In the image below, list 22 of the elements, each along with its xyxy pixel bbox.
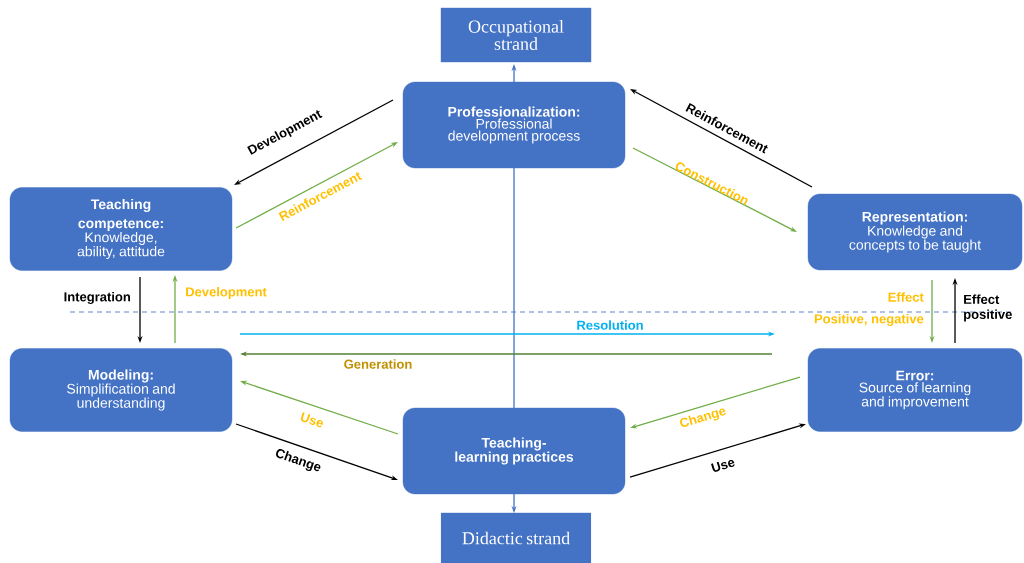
process-box: Error: Source of learning and improvement [807,348,1023,432]
strand-box: Occupational strand [440,7,592,63]
process-box: Teaching competence: Knowledge, ability, attitude [9,187,233,271]
process-box: Teaching-learning practices [402,407,626,495]
process-box: Modeling: Simplification and understanding [9,348,233,432]
edge-label: Effect [888,292,924,302]
edge-label: Development [186,286,267,300]
arrow [630,89,813,188]
edge-label: Change [680,408,726,427]
edge-label: Use [711,459,735,472]
arrow [632,147,797,232]
arrow [234,99,394,185]
process-box: Representation: Knowledge and concepts to be taught [807,193,1023,271]
strand-box: Didactic strand [440,512,592,563]
edge-label: Effect positive [964,294,1012,322]
arrow [235,142,398,229]
edge-label: Use [300,412,323,428]
process-box: Professionalization: Professional development process [402,81,626,169]
edge-label: Integration [64,291,130,305]
edge-label: Generation [344,359,412,369]
note-text: Positive, negative [814,313,924,327]
edge-label: Resolution [577,320,643,330]
